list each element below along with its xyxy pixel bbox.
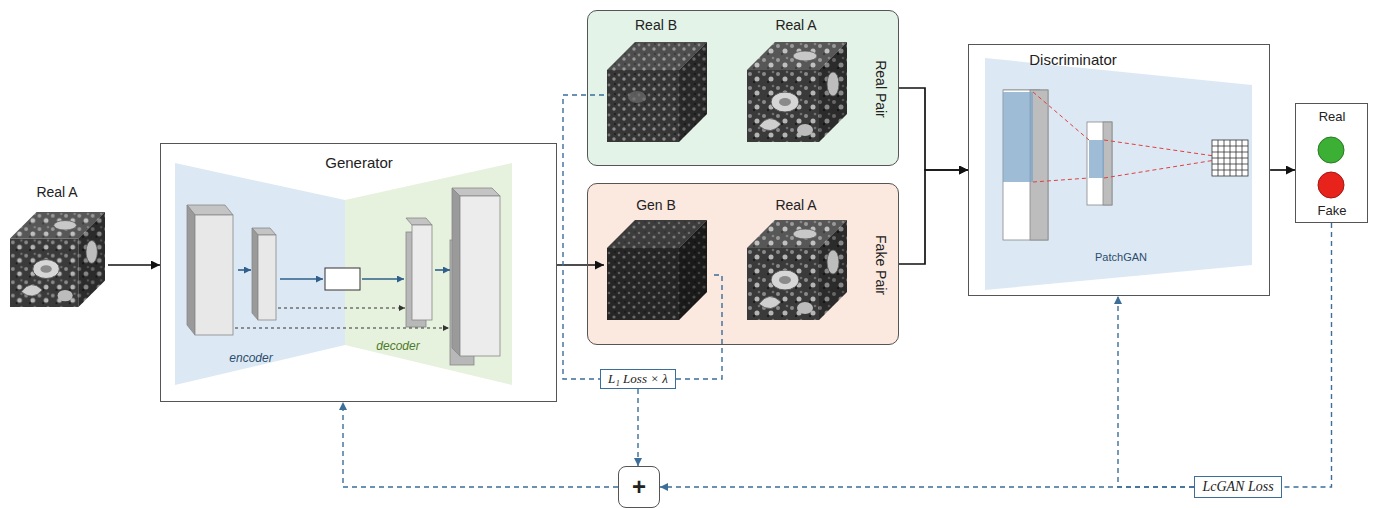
flow-arrow <box>1270 169 1295 171</box>
node-label: L₁ Loss × λ <box>608 372 668 387</box>
projection-line <box>1104 158 1228 178</box>
node-label: + <box>632 473 646 501</box>
real-pair-box: Real Pair Real B Real A <box>587 10 899 166</box>
real-pair-fill <box>587 10 899 166</box>
node-label: encoder <box>229 352 272 366</box>
volume: Real A <box>742 13 852 145</box>
volume: Gen B <box>604 193 714 323</box>
output-box: RealFake <box>1295 103 1368 223</box>
loss-connector <box>1282 223 1332 487</box>
node-label: Fake <box>1318 204 1347 219</box>
slab-side <box>187 205 195 335</box>
receptive-field <box>1089 140 1104 178</box>
patchgan-shape <box>985 58 1252 290</box>
projection-line <box>1104 140 1228 158</box>
volume-cube <box>747 220 847 320</box>
slab-front <box>1087 122 1112 205</box>
slab-front <box>1003 90 1048 240</box>
layer-arrow <box>280 278 323 280</box>
volume-cube <box>10 212 105 307</box>
fake-pair-box: Fake Pair Gen B Real A <box>587 183 899 345</box>
loss-connector <box>637 389 638 466</box>
fake-pair-fill <box>587 183 899 345</box>
layer-arrow <box>362 278 404 280</box>
slab-side <box>452 188 460 356</box>
loss-connector <box>563 95 604 379</box>
node-label: Real Pair <box>873 60 889 118</box>
volume-cube <box>747 42 847 142</box>
volume: Real B <box>604 13 714 145</box>
patchgan-layers <box>1003 90 1248 240</box>
slab-front <box>258 235 276 320</box>
layer-arrows <box>238 270 450 279</box>
patchgan-region: PatchGAN <box>986 59 1253 291</box>
decoder-shape <box>345 163 512 385</box>
layer-arrow <box>435 269 450 271</box>
node-label: Gen B <box>636 197 676 213</box>
flow-arrow <box>899 170 968 264</box>
input-volume: Real A <box>6 182 108 312</box>
skip-line <box>278 308 405 309</box>
node-label: Generator <box>325 154 393 171</box>
skip-connections <box>235 308 449 328</box>
encoder-layers <box>187 205 360 335</box>
generator-box: Generator encoder decoder <box>160 143 557 402</box>
flow-arrow <box>108 264 160 266</box>
grid-line <box>1212 152 1248 153</box>
decoder-region: decoder <box>346 164 513 386</box>
fake-light <box>1318 172 1344 198</box>
node-label: Discriminator <box>1029 51 1117 68</box>
decoder-layers <box>406 188 500 365</box>
skip-line <box>235 328 449 329</box>
loss-connector <box>343 402 618 487</box>
volume: Real A <box>742 193 852 323</box>
projection-line <box>1033 92 1089 140</box>
node-label: PatchGAN <box>1095 251 1147 264</box>
slab-front <box>195 215 233 335</box>
slab-front <box>460 196 500 356</box>
slab-side <box>252 228 258 320</box>
grid-line <box>1212 170 1248 171</box>
loss-box: LcGAN Loss <box>1194 476 1282 498</box>
volume-cube <box>607 220 707 320</box>
projection-line <box>1033 178 1089 182</box>
encoder-shape <box>175 163 345 385</box>
grid-line <box>1212 158 1248 159</box>
loss-box: L₁ Loss × λ <box>600 369 676 389</box>
layer-arrow <box>238 269 251 271</box>
volume-cube <box>607 42 707 142</box>
encoder-region: encoder <box>176 164 346 386</box>
loss-connector <box>676 275 722 379</box>
grid-line <box>1212 164 1248 165</box>
flow-arrow <box>557 264 604 266</box>
grid-line <box>1212 146 1248 147</box>
node-label: Real A <box>36 184 77 200</box>
patch-grid <box>1212 140 1248 176</box>
loss-connector <box>660 486 1194 487</box>
slab-top <box>406 218 432 225</box>
node-label: Fake Pair <box>873 235 889 295</box>
loss-connector <box>1118 296 1194 487</box>
discriminator-box: DiscriminatorPatchGAN <box>968 44 1270 296</box>
slab-front <box>412 225 432 320</box>
projection-lines <box>1033 92 1228 182</box>
node-label: Real A <box>775 197 816 213</box>
grid-frame <box>1212 140 1248 176</box>
node-label: Real <box>1319 110 1346 125</box>
slab-side <box>1103 122 1112 205</box>
node-label: decoder <box>376 340 419 354</box>
node-label: LcGAN Loss <box>1202 479 1273 495</box>
node-label: Real A <box>775 17 816 33</box>
receptive-field <box>1003 92 1033 182</box>
flow-arrow <box>899 88 968 170</box>
sum-node: + <box>618 466 660 508</box>
node-label: Real B <box>635 17 677 33</box>
bottleneck <box>325 268 360 290</box>
real-light <box>1318 137 1344 163</box>
